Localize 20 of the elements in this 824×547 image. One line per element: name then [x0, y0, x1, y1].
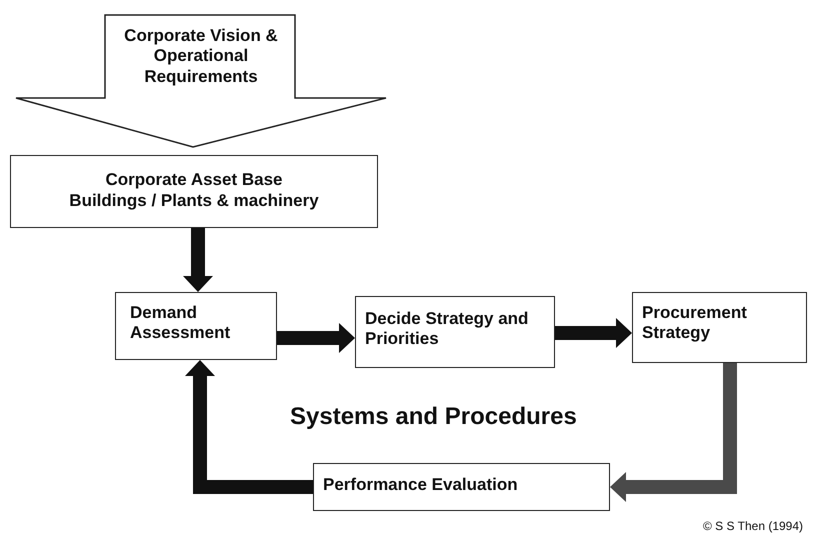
node-text: Corporate Vision & Operational Requirements: [123, 26, 279, 88]
node-text: Corporate Asset Base: [104, 169, 284, 190]
node-text: Procurement Strategy: [642, 303, 748, 344]
input-arrow-shape: [15, 14, 387, 148]
node-text: Decide Strategy and Priorities: [365, 309, 530, 350]
process-box: [355, 296, 555, 368]
arrow: [555, 318, 632, 348]
process-box: [115, 292, 277, 360]
arrow: [610, 363, 737, 502]
process-box: [10, 155, 378, 228]
arrow: [183, 228, 213, 292]
diagram-caption: Systems and Procedures: [290, 403, 577, 431]
arrow: [185, 360, 313, 494]
node-text: Buildings / Plants & machinery: [68, 190, 320, 212]
process-box: [313, 463, 610, 511]
copyright-note: © S S Then (1994): [703, 519, 804, 533]
arrow: [277, 323, 355, 353]
node-text: Performance Evaluation: [323, 475, 519, 496]
node-text: Demand Assessment: [130, 303, 232, 344]
process-box: [632, 292, 807, 363]
